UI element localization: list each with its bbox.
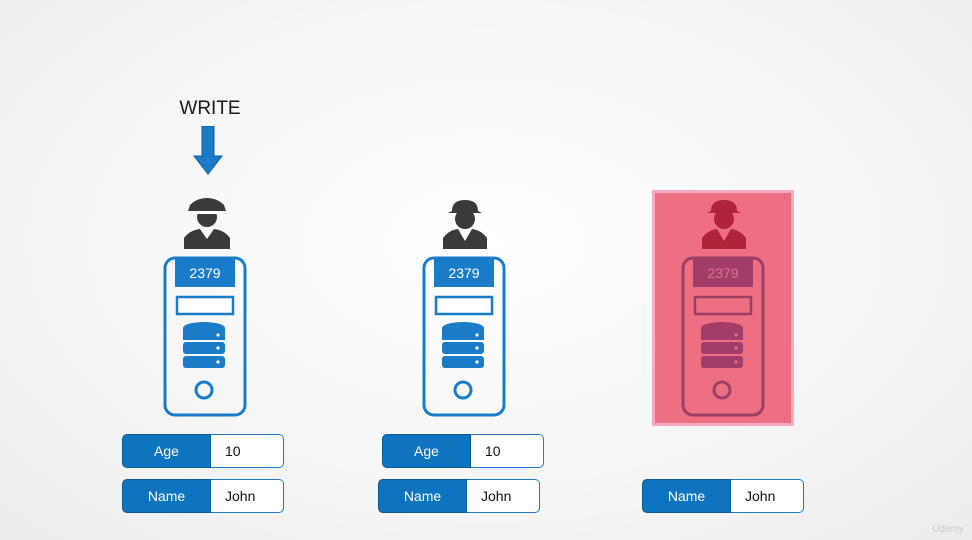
field-key: Name [642,479,731,513]
etcd-node-2: 2379 [419,195,509,420]
field-key: Age [382,434,471,468]
database-icon [183,322,225,368]
hardhat-worker-icon [443,200,487,249]
data-field-name: Name John [122,479,284,513]
field-value: 10 [211,434,284,468]
data-field-name: Name John [642,479,804,513]
watermark: Udemy [932,524,964,535]
data-field-age: Age 10 [382,434,544,468]
field-key: Name [378,479,467,513]
etcd-node-3: 2379 [678,195,768,420]
field-value: 10 [471,434,544,468]
field-value: John [731,479,804,513]
port-label: 2379 [707,265,739,281]
port-label: 2379 [189,265,221,281]
field-key: Age [122,434,211,468]
officer-icon [184,198,230,249]
data-field-name: Name John [378,479,540,513]
database-icon [701,322,743,368]
etcd-node-1: 2379 [160,195,250,420]
hardhat-worker-icon [702,200,746,249]
database-icon [442,322,484,368]
port-label: 2379 [448,265,480,281]
write-label: WRITE [179,98,241,119]
field-key: Name [122,479,211,513]
data-field-age: Age 10 [122,434,284,468]
down-arrow-icon [193,126,223,175]
field-value: John [467,479,540,513]
failed-node-highlight [652,190,794,426]
field-value: John [211,479,284,513]
